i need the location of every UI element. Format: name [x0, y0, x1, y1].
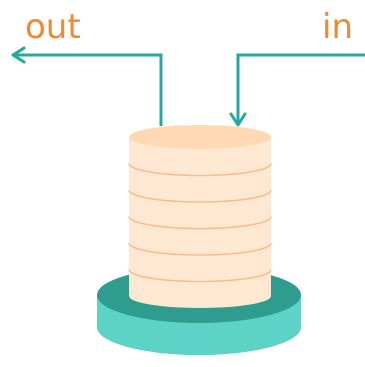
stack-layer-line: [128, 269, 272, 283]
stack-layer-line: [128, 242, 272, 256]
in-arrow: [229, 53, 365, 127]
out-arrow: [11, 46, 163, 126]
stack-cylinder: [128, 125, 272, 308]
out-label: out: [25, 7, 81, 47]
stack-body: [129, 137, 271, 308]
stack-layer-line: [128, 163, 272, 177]
stack-layer-line: [128, 189, 272, 203]
stack-top: [129, 125, 271, 149]
in-label: in: [322, 7, 353, 47]
stack-layer-line: [128, 216, 272, 230]
stack-layer-lines: [128, 163, 272, 283]
